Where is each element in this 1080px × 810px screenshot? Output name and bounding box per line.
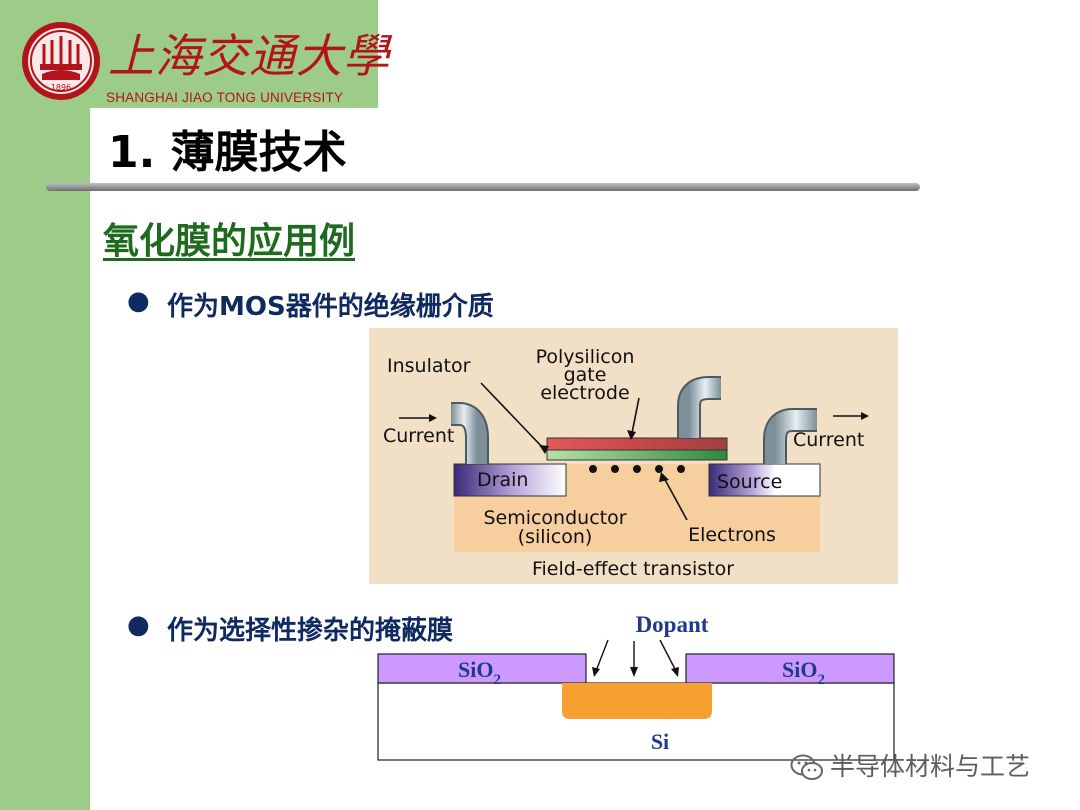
label-si: Si (651, 729, 669, 754)
university-name-en: SHANGHAI JIAO TONG UNIVERSITY (106, 90, 344, 105)
fet-drain-region (453, 463, 567, 497)
fet-insulator (546, 449, 728, 461)
university-name-cn: 上海交通大學 (108, 29, 390, 83)
bullet-marker: ● (127, 610, 150, 640)
label-drain: Drain (477, 469, 528, 491)
sio2-left (377, 653, 587, 684)
label-source: Source (717, 471, 782, 493)
bullet-text-mos: 作为MOS器件的绝缘栅介质 (167, 292, 494, 322)
fet-source-region (708, 463, 821, 497)
watermark: 半导体材料与工艺 (790, 747, 1030, 783)
slide-subtitle: 氧化膜的应用例 (103, 221, 356, 262)
wechat-icon (790, 754, 823, 780)
label-polysilicon: Polysilicon (536, 346, 635, 368)
label-sio2-right: SiO2 (782, 657, 825, 688)
fet-gate-electrode (546, 437, 728, 451)
label-semiconductor: Semiconductor (483, 507, 626, 529)
label-insulator: Insulator (387, 355, 471, 377)
watermark-text: 半导体材料与工艺 (830, 752, 1031, 781)
sio2-right (685, 653, 895, 684)
label-sio2-left: SiO2 (458, 657, 501, 688)
masking-diagram: Dopant SiO2 SiO2 Si (377, 612, 895, 761)
label-silicon: (silicon) (518, 526, 593, 548)
label-electrode: electrode (540, 382, 629, 404)
label-electrons: Electrons (688, 524, 776, 546)
fet-caption: Field-effect transistor (532, 558, 734, 580)
sidebar-band (0, 0, 90, 810)
label-current-right: Current (793, 429, 864, 451)
university-seal-logo: 1896 (22, 22, 100, 100)
svg-text:1896: 1896 (51, 83, 71, 92)
label-current-left: Current (383, 425, 454, 447)
label-gate: gate (564, 364, 607, 386)
label-dopant: Dopant (636, 612, 709, 637)
slide-title: 1. 薄膜技术 (108, 127, 347, 178)
doped-region (562, 683, 712, 719)
fet-diagram: Insulator Polysilicon gate electrode Cur… (369, 328, 898, 584)
bullet-text-mask: 作为选择性掺杂的掩蔽膜 (167, 616, 454, 646)
title-divider (46, 183, 920, 191)
bullet-marker: ● (127, 286, 150, 316)
